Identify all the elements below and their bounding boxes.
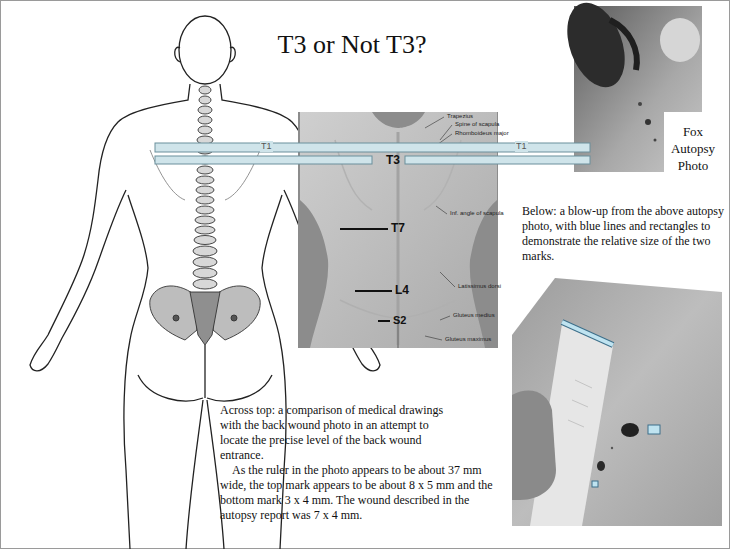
spine-drawing bbox=[150, 86, 260, 345]
blow-up-photo bbox=[512, 278, 722, 526]
muscle-label: Gluteus medius bbox=[453, 312, 495, 319]
photo-caption: Fox Autopsy Photo bbox=[665, 123, 721, 174]
level-line bbox=[340, 229, 392, 321]
vertebra-label: T7 bbox=[391, 221, 405, 235]
muscle-label: Rhomboideus major bbox=[455, 130, 509, 137]
note-text: As the ruler in the photo appears to be … bbox=[220, 463, 507, 523]
vertebra-label: L4 bbox=[395, 283, 409, 297]
vertebra-label: S2 bbox=[393, 314, 406, 327]
muscle-label: Latissimus dorsi bbox=[458, 283, 501, 290]
muscle-label: Spine of scapula bbox=[455, 121, 499, 128]
note-text: Across top: a comparison of medical draw… bbox=[220, 403, 455, 463]
muscle-label: Gluteus maximus bbox=[445, 336, 491, 343]
note-text: Below: a blow-up from the above autopsy … bbox=[522, 204, 725, 264]
muscle-label: Trapezius bbox=[447, 113, 473, 120]
vertebra-label: T3 bbox=[386, 153, 400, 167]
slide-title: T3 or Not T3? bbox=[217, 30, 487, 60]
vertebra-label: T1 bbox=[260, 141, 273, 152]
vertebra-label: T1 bbox=[515, 141, 528, 152]
muscle-label: Inf. angle of scapula bbox=[450, 210, 504, 217]
